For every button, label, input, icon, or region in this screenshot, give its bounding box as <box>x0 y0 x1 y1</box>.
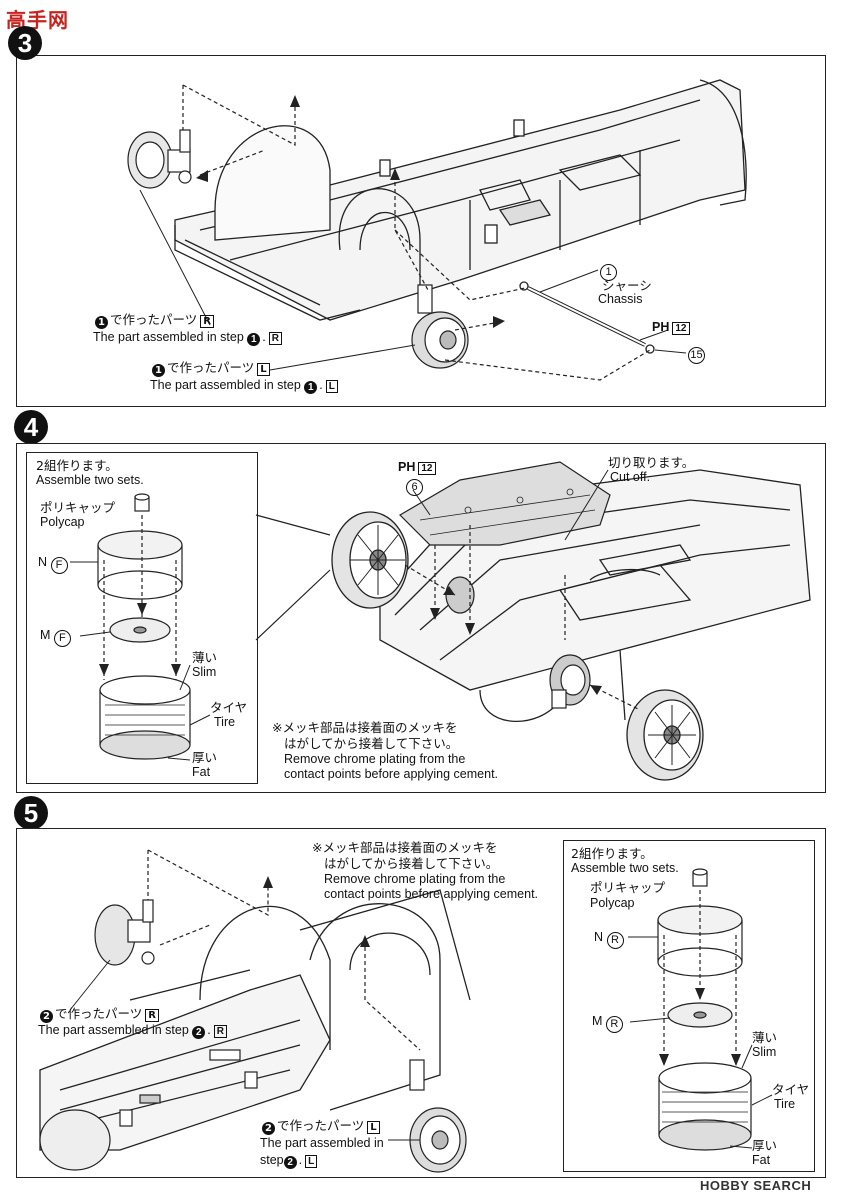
step5-polycap-en: Polycap <box>590 896 635 910</box>
step5-n-label: N R <box>594 930 624 949</box>
step4-polycap-jp: ポリキャップ <box>40 500 116 515</box>
step5-sets-jp: 2組作ります。 <box>571 846 653 861</box>
step5-note-en2: contact points before applying cement. <box>324 887 539 901</box>
step5-tire-jp: タイヤ <box>772 1082 810 1097</box>
step4-slim-jp: 薄い <box>192 650 218 665</box>
step4-fat-jp: 厚い <box>192 750 218 765</box>
step4-note-jp1: ※メッキ部品は接着面のメッキを <box>272 720 458 735</box>
step4-note-en2: contact points before applying cement. <box>284 767 499 781</box>
step5-number: 5 <box>14 796 48 830</box>
step4-tire-en: Tire <box>214 715 236 729</box>
step5-part-r-en: The part assembled in step 2.R <box>38 1023 227 1039</box>
part15-label: 15 <box>688 345 705 364</box>
step4-m-label: M F <box>40 628 71 647</box>
step4-cutoff-en: Cut off. <box>610 470 651 484</box>
step3-part-l-en: The part assembled in step 1.L <box>150 378 338 394</box>
chassis-label-en: Chassis <box>598 292 643 306</box>
step5-part-l-en1: The part assembled in <box>260 1136 384 1150</box>
step5-sets-en: Assemble two sets. <box>571 861 679 875</box>
chassis-part-number: 1 <box>600 262 617 281</box>
step4-part6: 6 <box>406 477 423 496</box>
step4-polycap-en: Polycap <box>40 515 85 529</box>
step5-slim-jp: 薄い <box>752 1030 778 1045</box>
step3-number: 3 <box>8 26 42 60</box>
step4-sets-jp: 2組作ります。 <box>36 458 118 473</box>
step4-slim-en: Slim <box>192 665 217 679</box>
step5-fat-jp: 厚い <box>752 1138 778 1153</box>
step5-m-label: M R <box>592 1014 623 1033</box>
step4-note-en1: Remove chrome plating from the <box>284 752 466 766</box>
step3-part-r-en: The part assembled in step 1.R <box>93 330 282 346</box>
step5-slim-en: Slim <box>752 1045 777 1059</box>
hobbysearch-logo: HOBBY SEARCH <box>700 1178 812 1193</box>
step4-tire-jp: タイヤ <box>210 700 248 715</box>
step5-note-jp2: はがしてから接着して下さい。 <box>324 856 499 871</box>
step4-cutoff-jp: 切り取ります。 <box>608 455 695 470</box>
step5-polycap-jp: ポリキャップ <box>590 880 666 895</box>
step4-note-jp2: はがしてから接着して下さい。 <box>284 736 459 751</box>
step5-tire-en: Tire <box>774 1097 796 1111</box>
step4-n-label: N F <box>38 555 68 574</box>
step4-fat-en: Fat <box>192 765 211 779</box>
step4-number: 4 <box>14 410 48 444</box>
chassis-label-jp: シャーシ <box>602 278 652 293</box>
step5-note-en1: Remove chrome plating from the <box>324 872 506 886</box>
step5-note-jp1: ※メッキ部品は接着面のメッキを <box>312 840 498 855</box>
step5-fat-en: Fat <box>752 1153 771 1167</box>
step4-sets-en: Assemble two sets. <box>36 473 144 487</box>
